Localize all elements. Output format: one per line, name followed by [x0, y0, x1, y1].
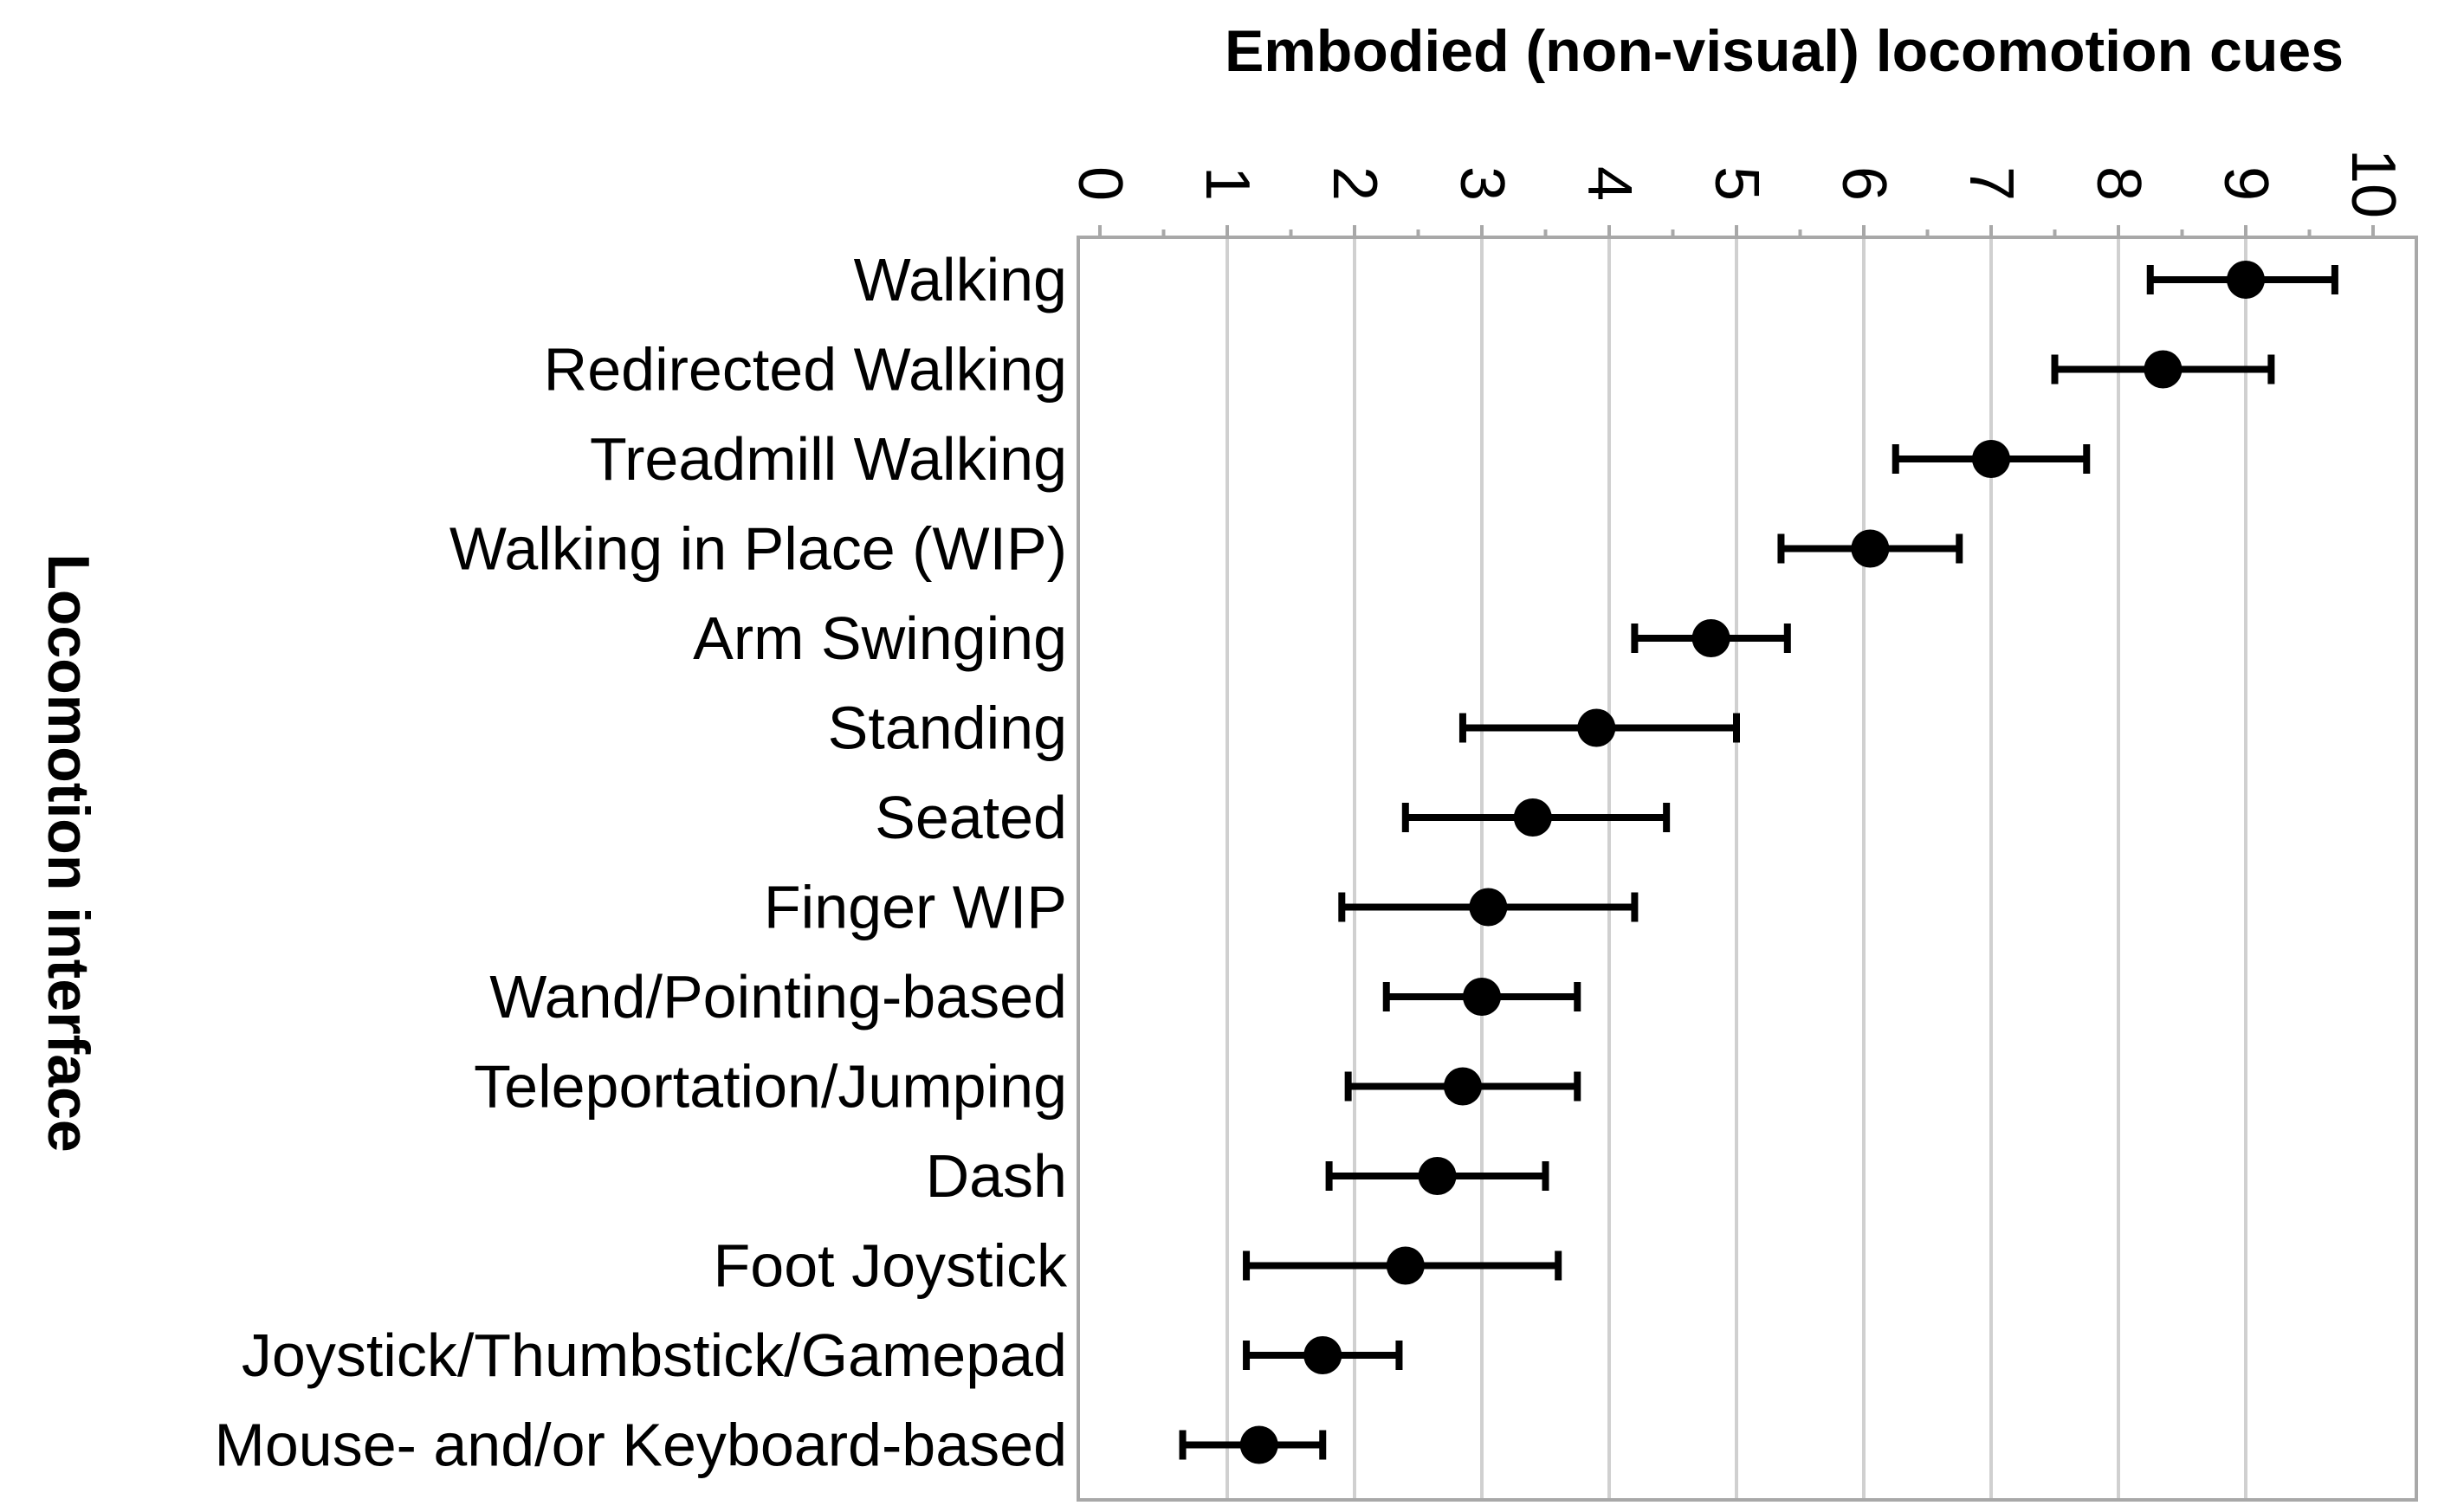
data-point: [1303, 1336, 1342, 1374]
grid-layer: [1226, 237, 2247, 1500]
chart-title: Embodied (non-visual) locomotion cues: [1225, 18, 2344, 84]
x-axis-ticks: 0 1 2 3 4 5 6 7 8 9 10: [1065, 149, 2408, 237]
category-label: Standing: [828, 695, 1067, 762]
x-tick-label: 3: [1447, 166, 1517, 201]
x-tick-label: 9: [2211, 166, 2280, 201]
x-tick-label: 7: [1956, 166, 2026, 201]
plot-frame: [1077, 236, 2418, 1502]
data-point: [2144, 350, 2183, 389]
x-tick-label: 2: [1320, 166, 1389, 201]
x-tick-label: 4: [1575, 166, 1644, 201]
category-label: Teleportation/Jumping: [474, 1053, 1067, 1121]
category-label: Finger WIP: [764, 874, 1067, 941]
category-label: Joystick/Thumbstick/Gamepad: [242, 1321, 1067, 1389]
data-point: [1443, 1067, 1482, 1106]
x-tick-label: 5: [1702, 166, 1771, 201]
data-points: [1179, 261, 2338, 1464]
category-label: Foot Joystick: [714, 1232, 1068, 1300]
data-point: [1418, 1157, 1457, 1195]
x-tick-label: 8: [2084, 166, 2153, 201]
data-point: [1513, 798, 1552, 837]
category-label: Wand/Pointing-based: [489, 963, 1067, 1031]
category-label: Seated: [875, 784, 1067, 851]
data-point: [2227, 261, 2265, 299]
data-point: [1463, 978, 1501, 1016]
data-point: [1851, 529, 1890, 568]
data-point: [1386, 1246, 1425, 1285]
category-label: Dash: [926, 1142, 1067, 1210]
x-tick-label: 0: [1065, 166, 1135, 201]
category-label: Redirected Walking: [544, 336, 1067, 404]
data-point: [1577, 708, 1616, 747]
x-tick-label: 1: [1193, 166, 1262, 201]
category-label: Walking in Place (WIP): [449, 515, 1067, 583]
x-tick-label: 6: [1829, 166, 1898, 201]
data-point: [1972, 440, 2010, 478]
data-point: [1469, 888, 1508, 927]
x-tick-label: 10: [2338, 149, 2408, 218]
category-label: Arm Swinging: [693, 604, 1067, 672]
category-label: Treadmill Walking: [590, 425, 1067, 493]
data-point: [1239, 1425, 1278, 1464]
category-label: Mouse- and/or Keyboard-based: [215, 1412, 1067, 1479]
y-axis-label: Locomotion interface: [36, 553, 101, 1152]
data-point: [1691, 619, 1730, 657]
category-label: Walking: [854, 246, 1067, 313]
